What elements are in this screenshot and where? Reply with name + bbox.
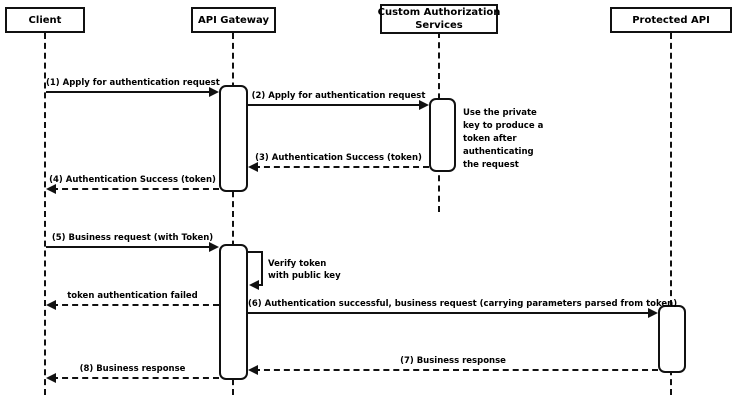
note-use-private-key: Use the private key to produce a token a… <box>463 108 544 170</box>
participant-custom-authorization-services: Custom Authorization Services <box>377 4 501 34</box>
message-label: (5) Business request (with Token) <box>51 233 214 243</box>
arrowhead-right-icon <box>209 87 219 97</box>
message-label: (3) Authentication Success (token) <box>255 153 422 163</box>
participant-label: Client <box>28 14 62 26</box>
message-label: (8) Business response <box>79 364 186 374</box>
message-line <box>52 377 219 379</box>
activation-protected-api <box>658 305 686 373</box>
activation-api-gateway-business <box>219 244 248 380</box>
arrowhead-left-icon <box>46 373 56 383</box>
message-label: (4) Authentication Success (token) <box>49 175 216 185</box>
self-loop-right-line <box>261 251 263 285</box>
participant-label: Custom Authorization Services <box>377 7 501 31</box>
message-line <box>254 166 429 168</box>
activation-api-gateway-auth <box>219 85 248 192</box>
message-line <box>46 246 211 248</box>
arrowhead-right-icon <box>648 308 658 318</box>
arrowhead-left-icon <box>46 184 56 194</box>
arrowhead-right-icon <box>419 100 429 110</box>
participant-client: Client <box>5 7 85 33</box>
message-line <box>52 188 219 190</box>
message-line <box>52 304 219 306</box>
arrowhead-right-icon <box>209 242 219 252</box>
lifeline-api-gateway <box>232 33 234 395</box>
message-label: (1) Apply for authentication request <box>46 78 220 88</box>
arrowhead-left-icon <box>248 162 258 172</box>
participant-label: API Gateway <box>198 14 269 26</box>
arrowhead-left-icon <box>46 300 56 310</box>
message-line <box>248 312 650 314</box>
self-loop-top-line <box>248 251 263 253</box>
message-line <box>46 91 211 93</box>
participant-api-gateway: API Gateway <box>191 7 276 33</box>
message-line <box>248 104 421 106</box>
message-label: (7) Business response <box>400 356 506 366</box>
activation-custom-auth-services <box>429 98 456 172</box>
message-label: (2) Apply for authentication request <box>251 91 426 101</box>
lifeline-client <box>44 33 46 395</box>
message-label: token authentication failed <box>67 291 198 301</box>
arrowhead-left-icon <box>249 280 259 290</box>
participant-protected-api: Protected API <box>610 7 732 33</box>
message-label: (6) Authentication successful, business … <box>248 299 678 309</box>
message-line <box>254 369 658 371</box>
participant-label: Protected API <box>632 14 710 26</box>
lifeline-protected-api <box>670 33 672 395</box>
message-label: Verify token with public key <box>268 259 341 281</box>
arrowhead-left-icon <box>248 365 258 375</box>
